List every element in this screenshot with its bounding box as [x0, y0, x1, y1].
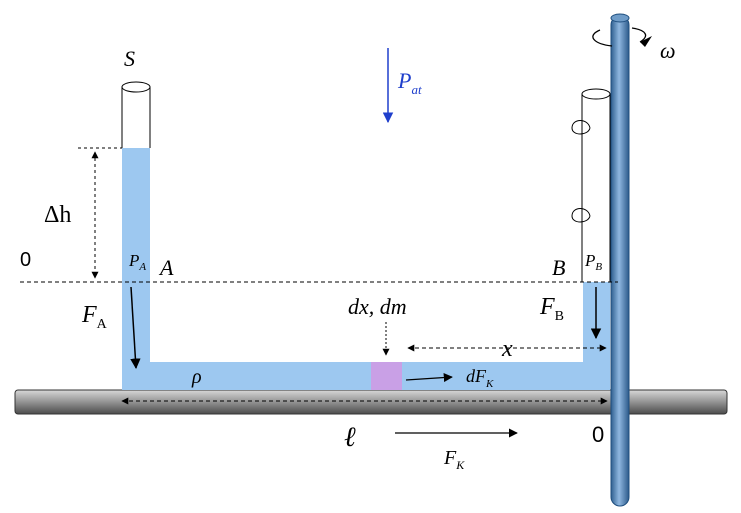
- label-p-a: PA: [128, 251, 146, 273]
- right-tube: [571, 88, 611, 282]
- label-p-at: Pat: [397, 68, 422, 97]
- label-b: B: [552, 255, 565, 280]
- label-f-k: FK: [443, 447, 465, 472]
- label-dx-dm: dx, dm: [348, 294, 407, 319]
- mass-element: [371, 362, 402, 390]
- rotation-arrow: [592, 27, 647, 47]
- label-df-k: dFK: [466, 366, 494, 390]
- label-delta-h: Δh: [44, 202, 71, 228]
- label-p-b: PB: [584, 251, 602, 273]
- force-a-arrow: [130, 286, 141, 370]
- label-x: x: [501, 336, 513, 362]
- label-omega: ω: [660, 38, 676, 63]
- label-zero-level: 0: [20, 249, 31, 271]
- clip-upper: [571, 120, 591, 135]
- label-rho: ρ: [191, 366, 202, 388]
- liquid: [122, 148, 610, 390]
- rotation-rod: [610, 13, 630, 507]
- label-zero-axis: 0: [592, 422, 604, 447]
- label-ell: ℓ: [344, 422, 356, 453]
- clip-lower: [571, 208, 591, 223]
- label-a: A: [158, 255, 174, 280]
- label-s: S: [124, 46, 135, 71]
- left-tube: [121, 81, 151, 148]
- df-k-arrow: [405, 372, 453, 383]
- label-f-a: FA: [81, 302, 108, 332]
- label-f-b: FB: [539, 294, 564, 324]
